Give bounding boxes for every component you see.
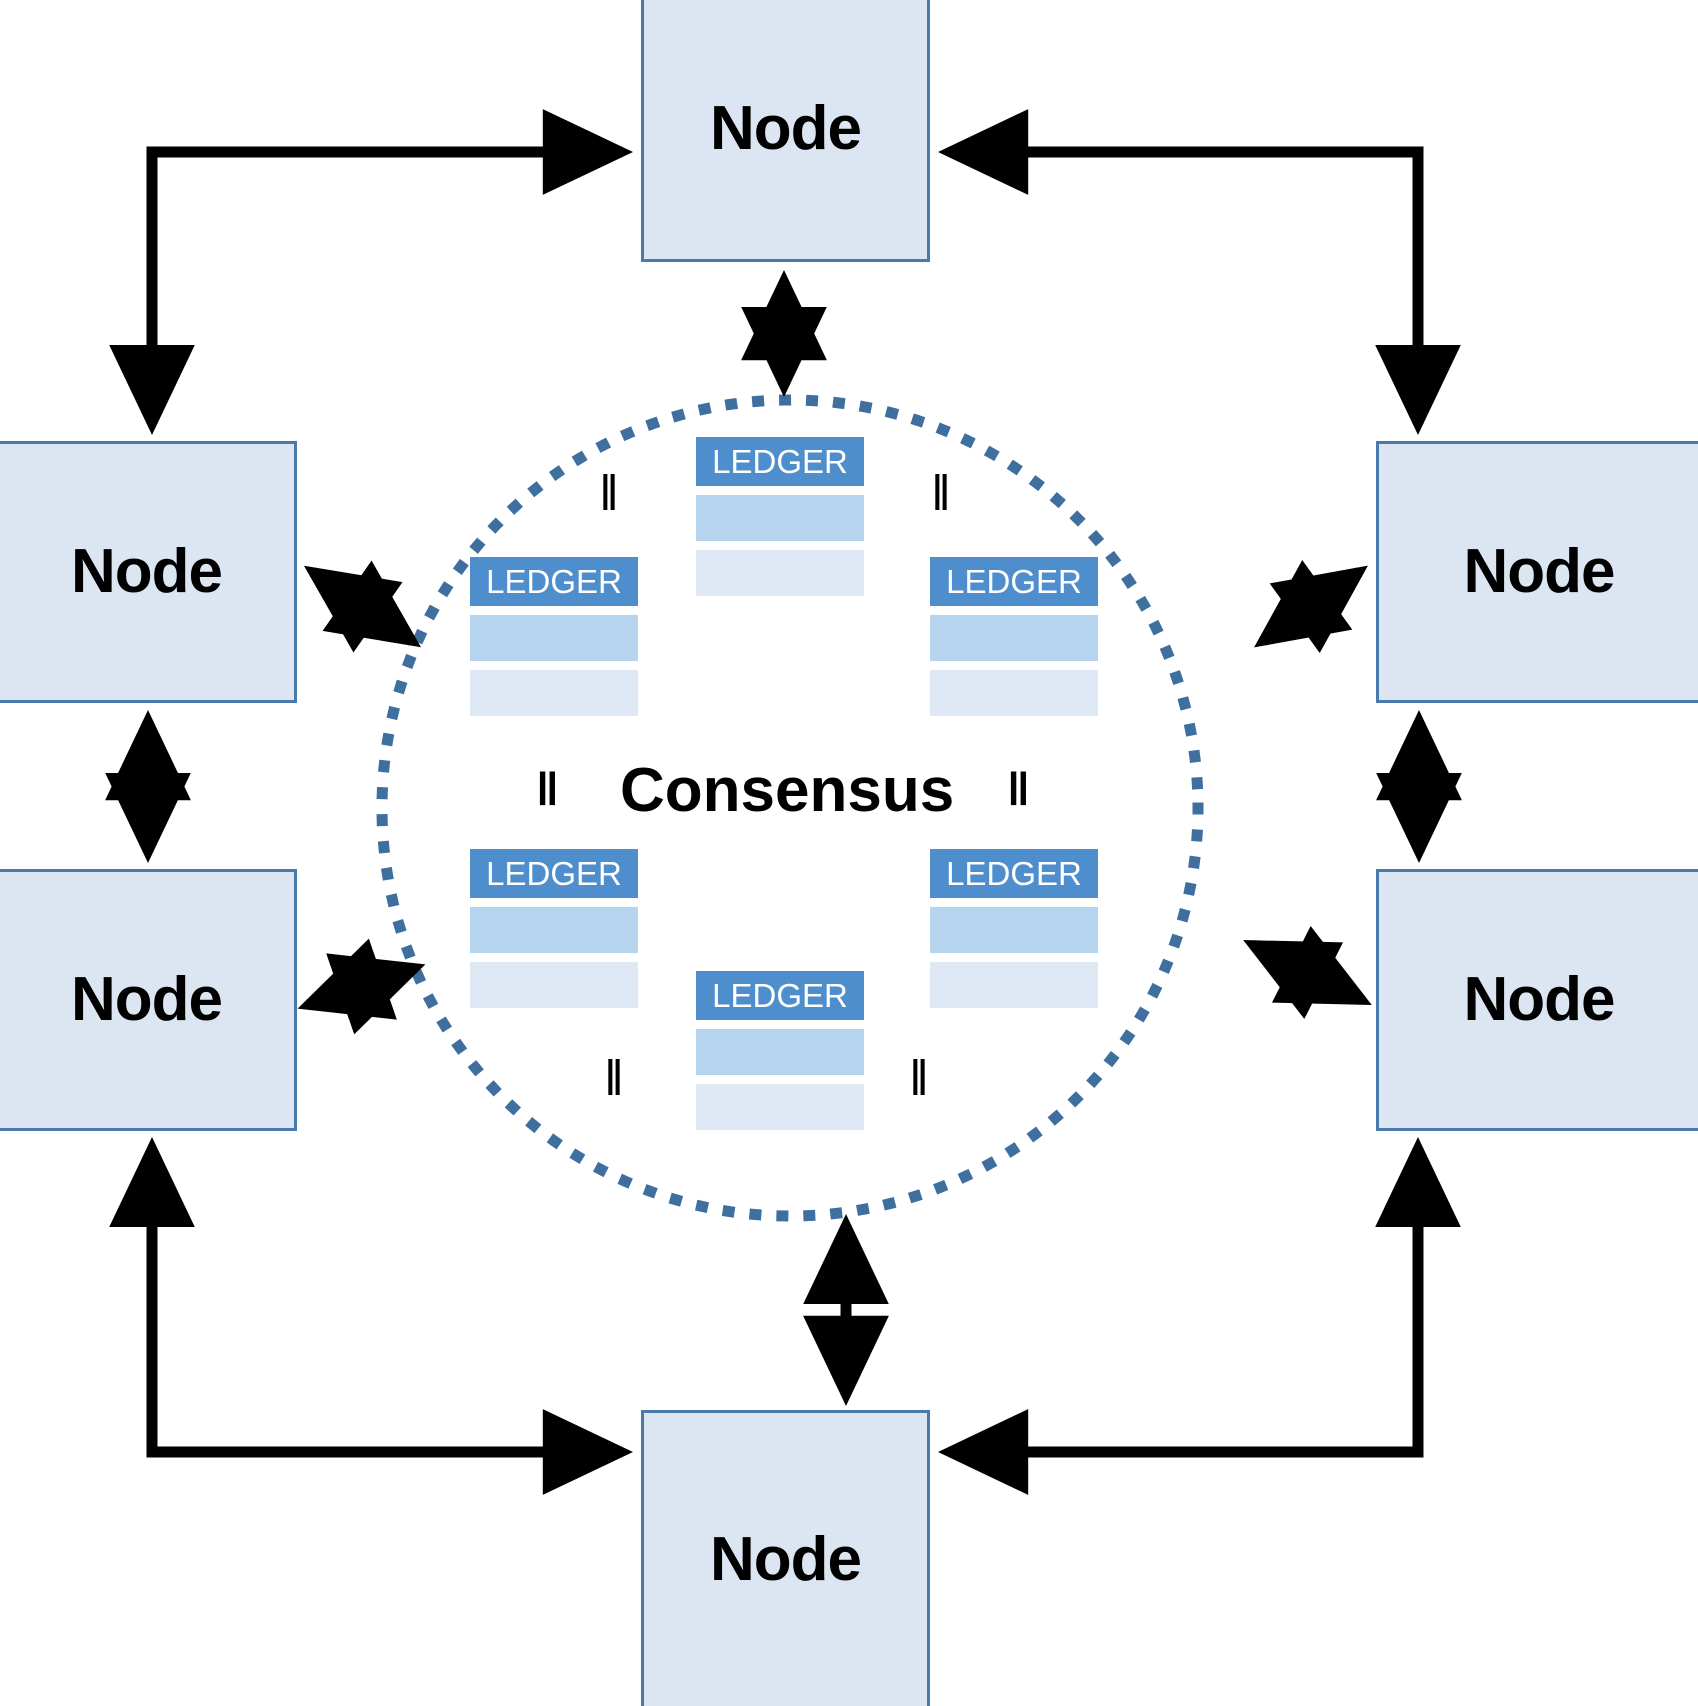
node-label: Node <box>1463 965 1616 1034</box>
conn-circle-to-right-lower <box>1243 926 1372 1019</box>
ledger-upper-left[interactable]: LEDGER <box>470 557 638 716</box>
ledger-lower-right[interactable]: LEDGER <box>930 849 1098 1008</box>
ledger-row-light <box>470 670 638 716</box>
ledger-top[interactable]: LEDGER <box>696 437 864 596</box>
ledger-row-dark <box>696 1029 864 1075</box>
equality-mark-top-left: ‖ <box>600 465 618 522</box>
consensus-label: Consensus <box>620 756 955 825</box>
equality-mark-bottom-left: ‖ <box>605 1050 623 1107</box>
conn-top-to-right-upper <box>938 109 1461 436</box>
conn-circle-to-right-upper <box>1254 559 1368 654</box>
node-label: Node <box>710 94 862 163</box>
ledger-row-light <box>930 962 1098 1008</box>
ledger-row-light <box>696 1084 864 1130</box>
node-label: Node <box>1463 537 1616 606</box>
node-label: Node <box>71 537 223 606</box>
node-left-upper[interactable]: Node <box>0 441 297 703</box>
ledger-header: LEDGER <box>930 557 1098 606</box>
conn-bottom-to-left-lower <box>109 1136 633 1495</box>
node-right-upper[interactable]: Node <box>1376 441 1698 703</box>
ledger-header: LEDGER <box>696 971 864 1020</box>
node-label: Node <box>71 965 223 1034</box>
node-label: Node <box>710 1525 862 1594</box>
ledger-row-dark <box>930 907 1098 953</box>
equality-mark-top-right: ‖ <box>932 465 950 522</box>
conn-circle-to-left-upper <box>303 560 422 653</box>
equality-mark-bottom-right: ‖ <box>910 1050 928 1107</box>
conn-circle-to-left-lower <box>297 938 426 1035</box>
ledger-row-light <box>930 670 1098 716</box>
ledger-row-dark <box>470 615 638 661</box>
node-left-lower[interactable]: Node <box>0 869 297 1131</box>
ledger-row-light <box>696 550 864 596</box>
ledger-row-dark <box>930 615 1098 661</box>
ledger-row-dark <box>696 495 864 541</box>
equality-mark-mid-left: ‖ <box>536 763 562 815</box>
conn-top-to-left-upper <box>109 109 633 436</box>
node-bottom[interactable]: Node <box>641 1410 930 1706</box>
ledger-header: LEDGER <box>930 849 1098 898</box>
ledger-lower-left[interactable]: LEDGER <box>470 849 638 1008</box>
conn-bottom-to-right-lower <box>938 1136 1461 1495</box>
ledger-upper-right[interactable]: LEDGER <box>930 557 1098 716</box>
node-top[interactable]: Node <box>641 0 930 262</box>
ledger-header: LEDGER <box>470 849 638 898</box>
ledger-row-dark <box>470 907 638 953</box>
ledger-bottom[interactable]: LEDGER <box>696 971 864 1130</box>
equality-mark-mid-right: ‖ <box>1007 763 1033 815</box>
ledger-header: LEDGER <box>470 557 638 606</box>
ledger-header: LEDGER <box>696 437 864 486</box>
ledger-row-light <box>470 962 638 1008</box>
node-right-lower[interactable]: Node <box>1376 869 1698 1131</box>
